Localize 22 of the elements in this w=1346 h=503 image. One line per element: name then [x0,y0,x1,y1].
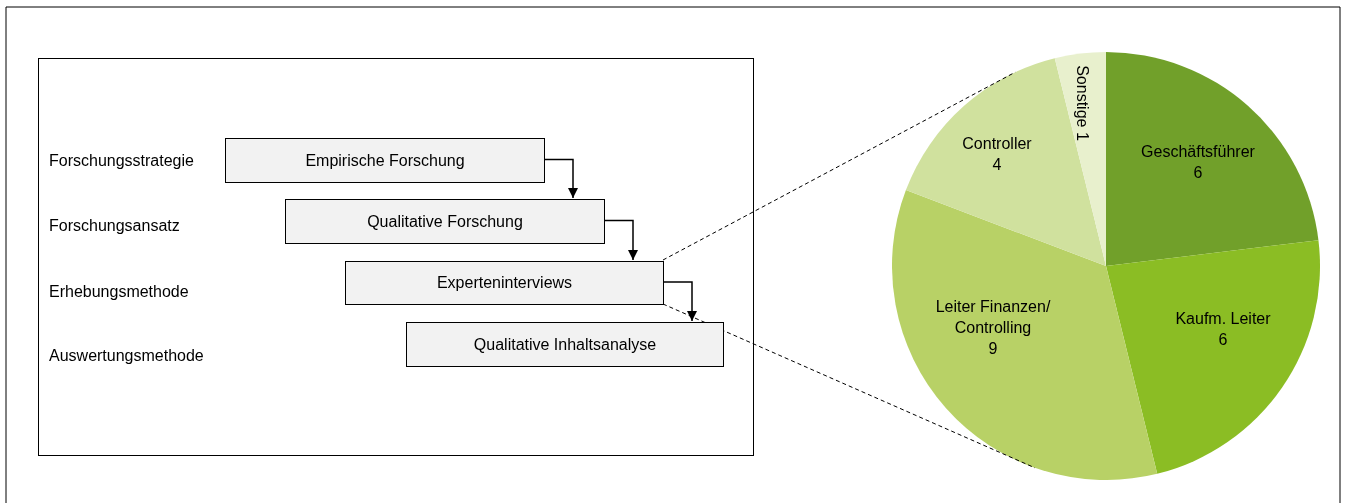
row-label: Forschungsstrategie [49,152,194,170]
value-label: 6 [1192,163,1204,183]
value-label: 4 [991,155,1003,175]
row-label: Erhebungsmethode [49,283,189,301]
arrow [603,219,638,261]
slice-label: Geschäftsführer [1140,142,1256,162]
process-box: Experteninterviews [345,261,664,305]
slice-label: Sonstige [1073,65,1091,128]
arrow [543,158,578,199]
process-box: Qualitative Inhaltsanalyse [406,322,724,367]
frame-box [38,58,754,456]
process-box: Empirische Forschung [225,138,545,183]
row-label: Forschungsansatz [49,217,180,235]
row-label: Auswertungsmethode [49,347,204,365]
process-box: Qualitative Forschung [285,199,605,244]
slice-label: Leiter Finanzen/ Controlling [934,296,1052,338]
arrow [662,281,697,322]
slice-label: Controller [961,134,1033,154]
value-label: 1 [1073,131,1091,141]
value-label: 9 [987,338,999,359]
slice-label: Kaufm. Leiter [1174,309,1272,329]
value-label: 6 [1217,330,1229,350]
